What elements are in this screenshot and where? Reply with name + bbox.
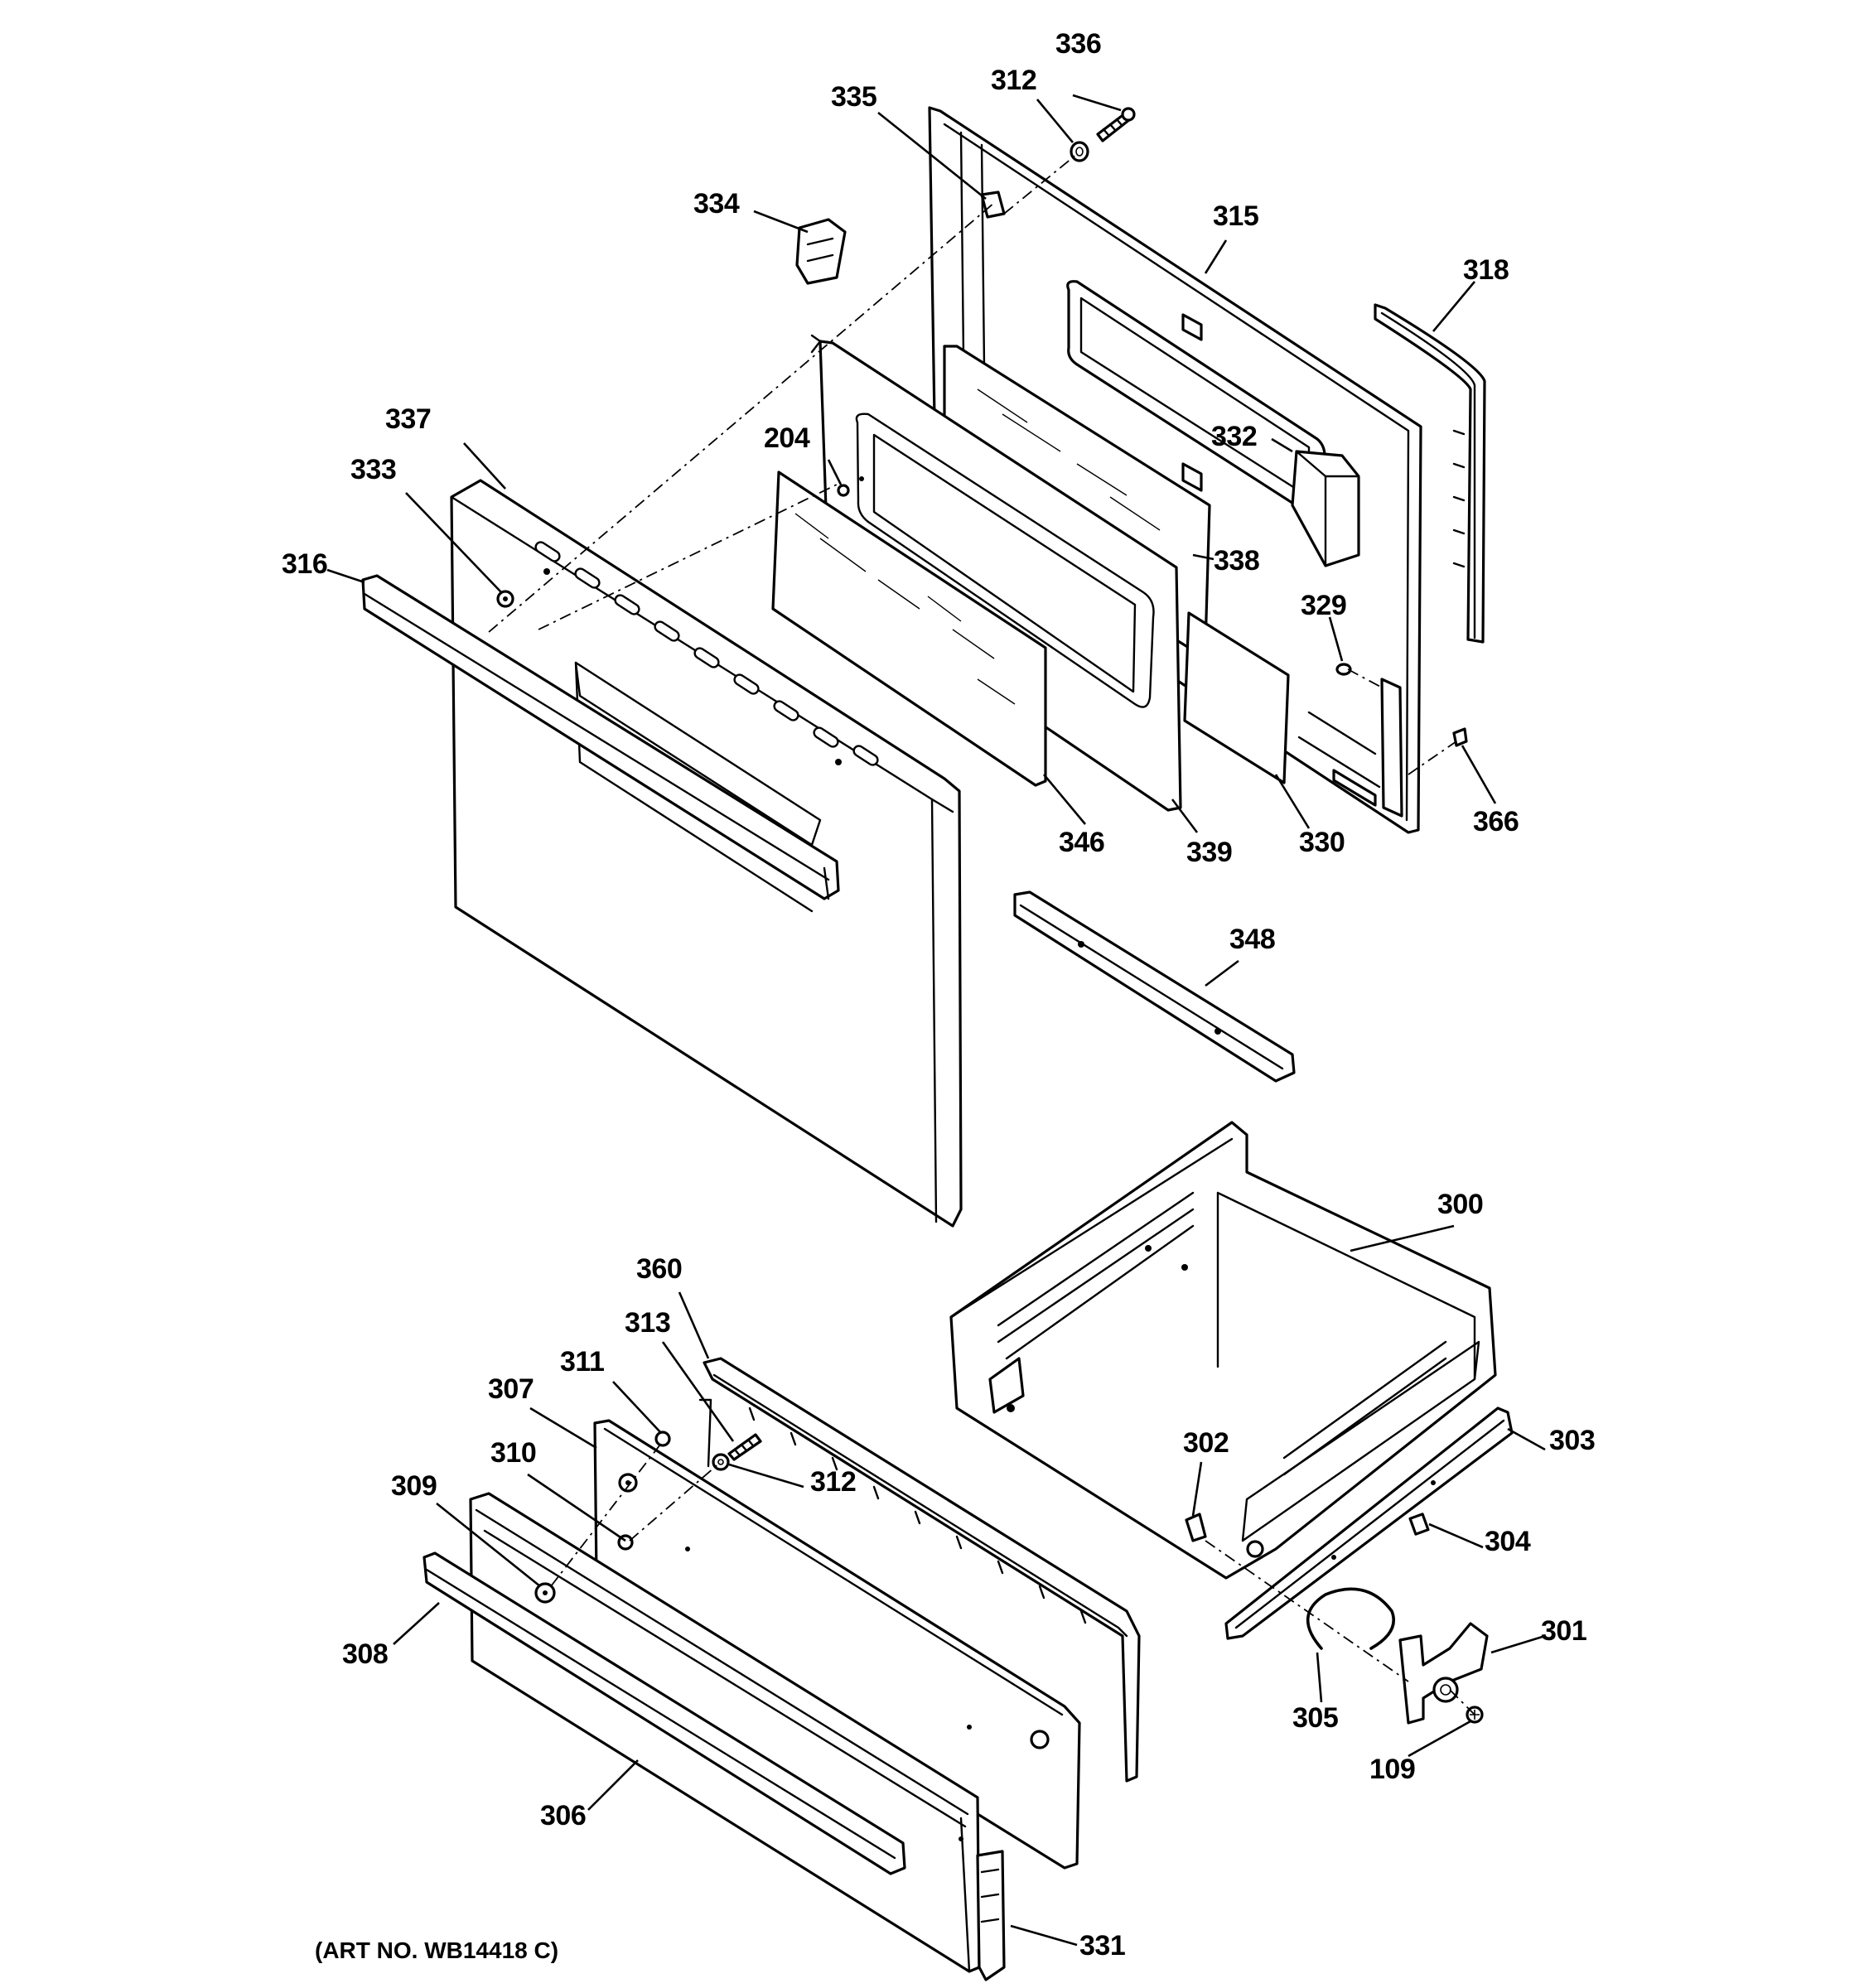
part-label-309: 309 bbox=[391, 1470, 437, 1502]
assembly-line bbox=[1003, 153, 1078, 215]
assembly-line bbox=[1408, 741, 1457, 775]
screw-366 bbox=[1452, 727, 1468, 747]
part-label-307: 307 bbox=[488, 1373, 534, 1405]
screw-309 bbox=[534, 1582, 556, 1604]
part-label-348: 348 bbox=[1229, 924, 1275, 955]
screw-336 bbox=[1096, 107, 1136, 142]
part-label-301: 301 bbox=[1541, 1615, 1586, 1647]
drawer-back-panel bbox=[698, 1357, 1141, 1783]
washer-312-top bbox=[1070, 141, 1089, 162]
part-label-303: 303 bbox=[1549, 1425, 1595, 1456]
part-label-312-bottom: 312 bbox=[810, 1466, 856, 1498]
assembly-line bbox=[1205, 1540, 1409, 1682]
part-label-336: 336 bbox=[1055, 28, 1101, 60]
part-label-331: 331 bbox=[1079, 1930, 1125, 1961]
drawer-handle bbox=[423, 1551, 906, 1875]
clip-304 bbox=[1408, 1513, 1430, 1536]
inner-door-panel bbox=[928, 106, 1422, 834]
part-label-300: 300 bbox=[1437, 1189, 1483, 1220]
part-label-337: 337 bbox=[385, 403, 431, 435]
hinge-bracket bbox=[795, 218, 847, 285]
part-label-333: 333 bbox=[350, 454, 396, 485]
part-label-304: 304 bbox=[1485, 1526, 1531, 1557]
part-label-366: 366 bbox=[1473, 806, 1519, 837]
screw-313 bbox=[727, 1433, 762, 1461]
part-label-335: 335 bbox=[831, 81, 876, 113]
art-number: (ART NO. WB14418 C) bbox=[315, 1937, 558, 1963]
roller-bracket bbox=[1398, 1622, 1489, 1725]
screw-302 bbox=[1185, 1513, 1207, 1542]
part-label-306: 306 bbox=[540, 1800, 586, 1831]
oven-door-handle bbox=[361, 574, 840, 900]
spring-305 bbox=[1306, 1587, 1395, 1650]
drawer-slide-rail bbox=[1224, 1407, 1514, 1640]
assembly-line bbox=[538, 484, 838, 630]
part-label-329: 329 bbox=[1301, 590, 1346, 621]
part-label-305: 305 bbox=[1292, 1702, 1338, 1734]
part-label-318: 318 bbox=[1463, 254, 1509, 286]
screw-311 bbox=[654, 1431, 671, 1447]
door-window-glass bbox=[771, 470, 1047, 787]
part-label-338: 338 bbox=[1214, 545, 1259, 577]
part-labels: 336 312 335 334 315 318 337 332 204 333 … bbox=[282, 28, 1596, 1963]
screw-204 bbox=[837, 476, 864, 497]
leader-lines bbox=[326, 94, 1546, 1947]
part-label-312: 312 bbox=[991, 65, 1036, 96]
support-rail bbox=[1013, 890, 1296, 1083]
lower-door-panel bbox=[1183, 611, 1290, 784]
part-label-109: 109 bbox=[1369, 1754, 1415, 1785]
part-label-310: 310 bbox=[490, 1437, 536, 1469]
assembly-line bbox=[629, 1461, 722, 1542]
part-label-330: 330 bbox=[1299, 827, 1345, 858]
part-label-339: 339 bbox=[1186, 837, 1232, 868]
drawer-body bbox=[949, 1121, 1497, 1580]
part-label-360: 360 bbox=[636, 1253, 682, 1285]
part-label-346: 346 bbox=[1059, 827, 1104, 858]
screw-333 bbox=[496, 590, 514, 608]
part-label-316: 316 bbox=[282, 548, 327, 580]
screw-329 bbox=[1335, 663, 1352, 676]
part-label-308: 308 bbox=[342, 1638, 388, 1670]
part-label-302: 302 bbox=[1183, 1427, 1229, 1459]
insulation-block bbox=[1291, 450, 1360, 567]
door-seal-strip bbox=[1374, 303, 1486, 644]
part-label-204: 204 bbox=[764, 422, 810, 454]
assembly-line bbox=[1449, 1689, 1475, 1715]
part-label-332: 332 bbox=[1211, 421, 1257, 452]
drawer-bracket bbox=[976, 1850, 1006, 1981]
door-liner-frame bbox=[810, 334, 1182, 812]
part-label-315: 315 bbox=[1213, 200, 1258, 232]
assembly-line bbox=[1347, 668, 1383, 688]
part-label-313: 313 bbox=[625, 1307, 670, 1339]
assembly-line bbox=[550, 1440, 664, 1587]
part-label-334: 334 bbox=[693, 188, 740, 220]
part-label-311: 311 bbox=[560, 1346, 604, 1378]
